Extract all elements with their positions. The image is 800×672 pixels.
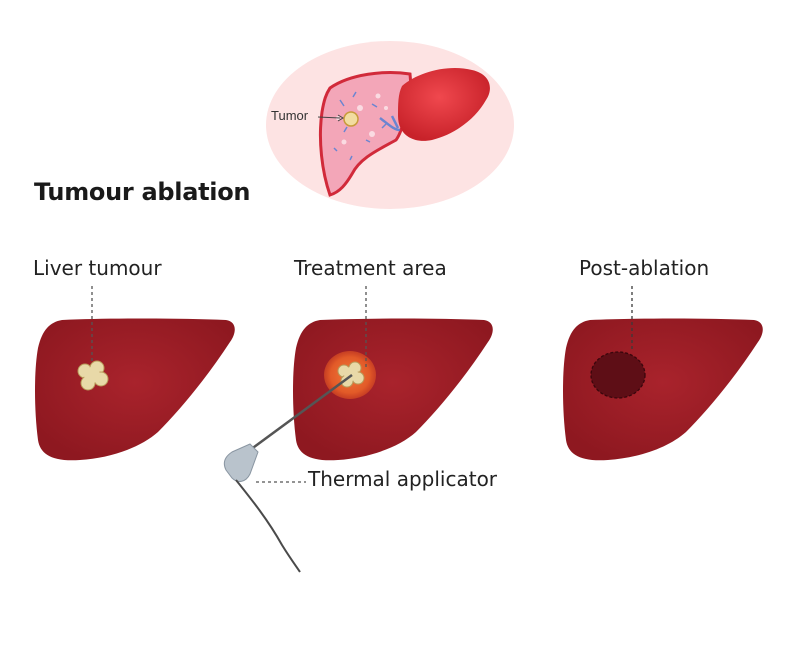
inset-gallbladder (398, 67, 490, 141)
panel-treatment-area (223, 286, 493, 573)
liver-inset-illustration (266, 41, 514, 209)
panel-label-post-ablation: Post-ablation (579, 256, 710, 280)
inset-tissue-texture (336, 93, 388, 145)
inset-vessels (333, 91, 401, 161)
ablated-zone (590, 351, 646, 399)
thermal-applicator (223, 373, 353, 573)
diagram-title: Tumour ablation (34, 178, 251, 206)
panel-liver-tumour (35, 286, 235, 461)
inset-tumor-leader (317, 116, 341, 119)
liver-shape (563, 318, 763, 461)
panel-label-liver-tumour: Liver tumour (33, 256, 162, 280)
applicator-handle (223, 443, 259, 482)
panel-label-treatment-area: Treatment area (294, 256, 447, 280)
inset-tumor-mark (343, 111, 359, 127)
inset-tumor-arrowhead (337, 114, 344, 122)
liver-shape (35, 318, 235, 461)
applicator-cable (235, 479, 301, 573)
applicator-label: Thermal applicator (308, 467, 498, 491)
panel-post-ablation (563, 286, 763, 461)
inset-tumor-label: Tumor (271, 108, 309, 123)
applicator-needle (249, 373, 353, 452)
liver-shape (293, 318, 493, 461)
inset-liver-tissue (318, 71, 414, 197)
tumour-blob (77, 360, 109, 391)
